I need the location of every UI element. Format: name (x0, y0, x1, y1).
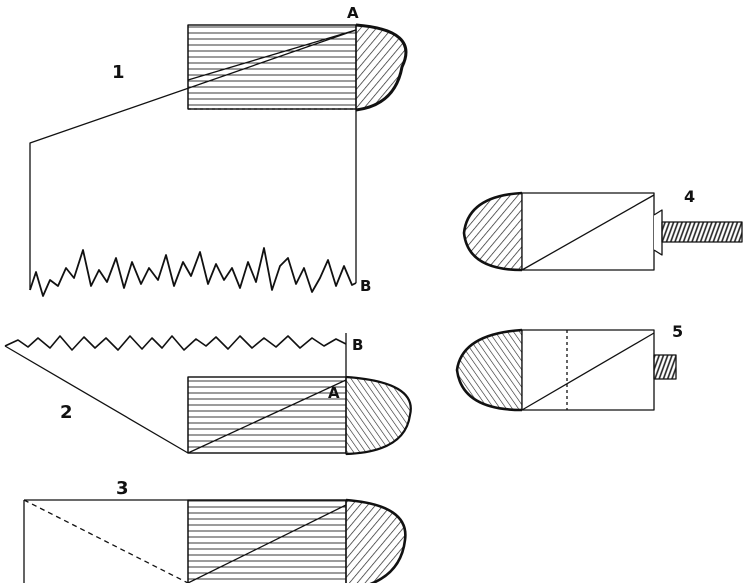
fig3-dashed-diagonal (23, 499, 189, 584)
fig2-diagonal (187, 379, 347, 454)
fig1-jagged-edge (29, 247, 357, 297)
fig2-point-b: B (352, 336, 363, 354)
fig3-number: 3 (116, 478, 129, 499)
fig1-unrolled-sheet-left (29, 29, 357, 290)
fig2-unrolled-sheet (4, 345, 189, 454)
fig4-rounded-cap (463, 192, 523, 271)
fig4-collar (653, 209, 663, 256)
fig2-point-a: A (328, 384, 340, 402)
fig3-diagonal (187, 504, 347, 584)
fig2-jagged-edge (4, 335, 347, 351)
fig5-diagonal (521, 332, 655, 411)
figure-5: 5 (455, 322, 683, 412)
figure-3: 3 (23, 478, 407, 588)
fig5-number: 5 (672, 322, 683, 341)
fig4-diagonal (521, 194, 655, 271)
fig1-number: 1 (112, 62, 125, 83)
fig5-rounded-cap (456, 329, 523, 411)
fig3-rounded-cap (345, 499, 406, 588)
fig4-threaded-screw (661, 221, 743, 243)
fig1-diagonal (187, 29, 357, 81)
fig4-number: 4 (684, 187, 695, 206)
fig5-short-screw (653, 354, 677, 380)
figure-4: 4 (462, 187, 743, 272)
fig1-point-a: A (347, 4, 359, 22)
fig2-number: 2 (60, 402, 73, 423)
figure-1: 1 A B (29, 4, 408, 297)
fig1-point-b: B (360, 277, 371, 295)
fig3-cylinder-body (187, 499, 347, 588)
figure-2: 2 A B (4, 333, 412, 456)
fig2-rounded-cap (345, 376, 412, 455)
